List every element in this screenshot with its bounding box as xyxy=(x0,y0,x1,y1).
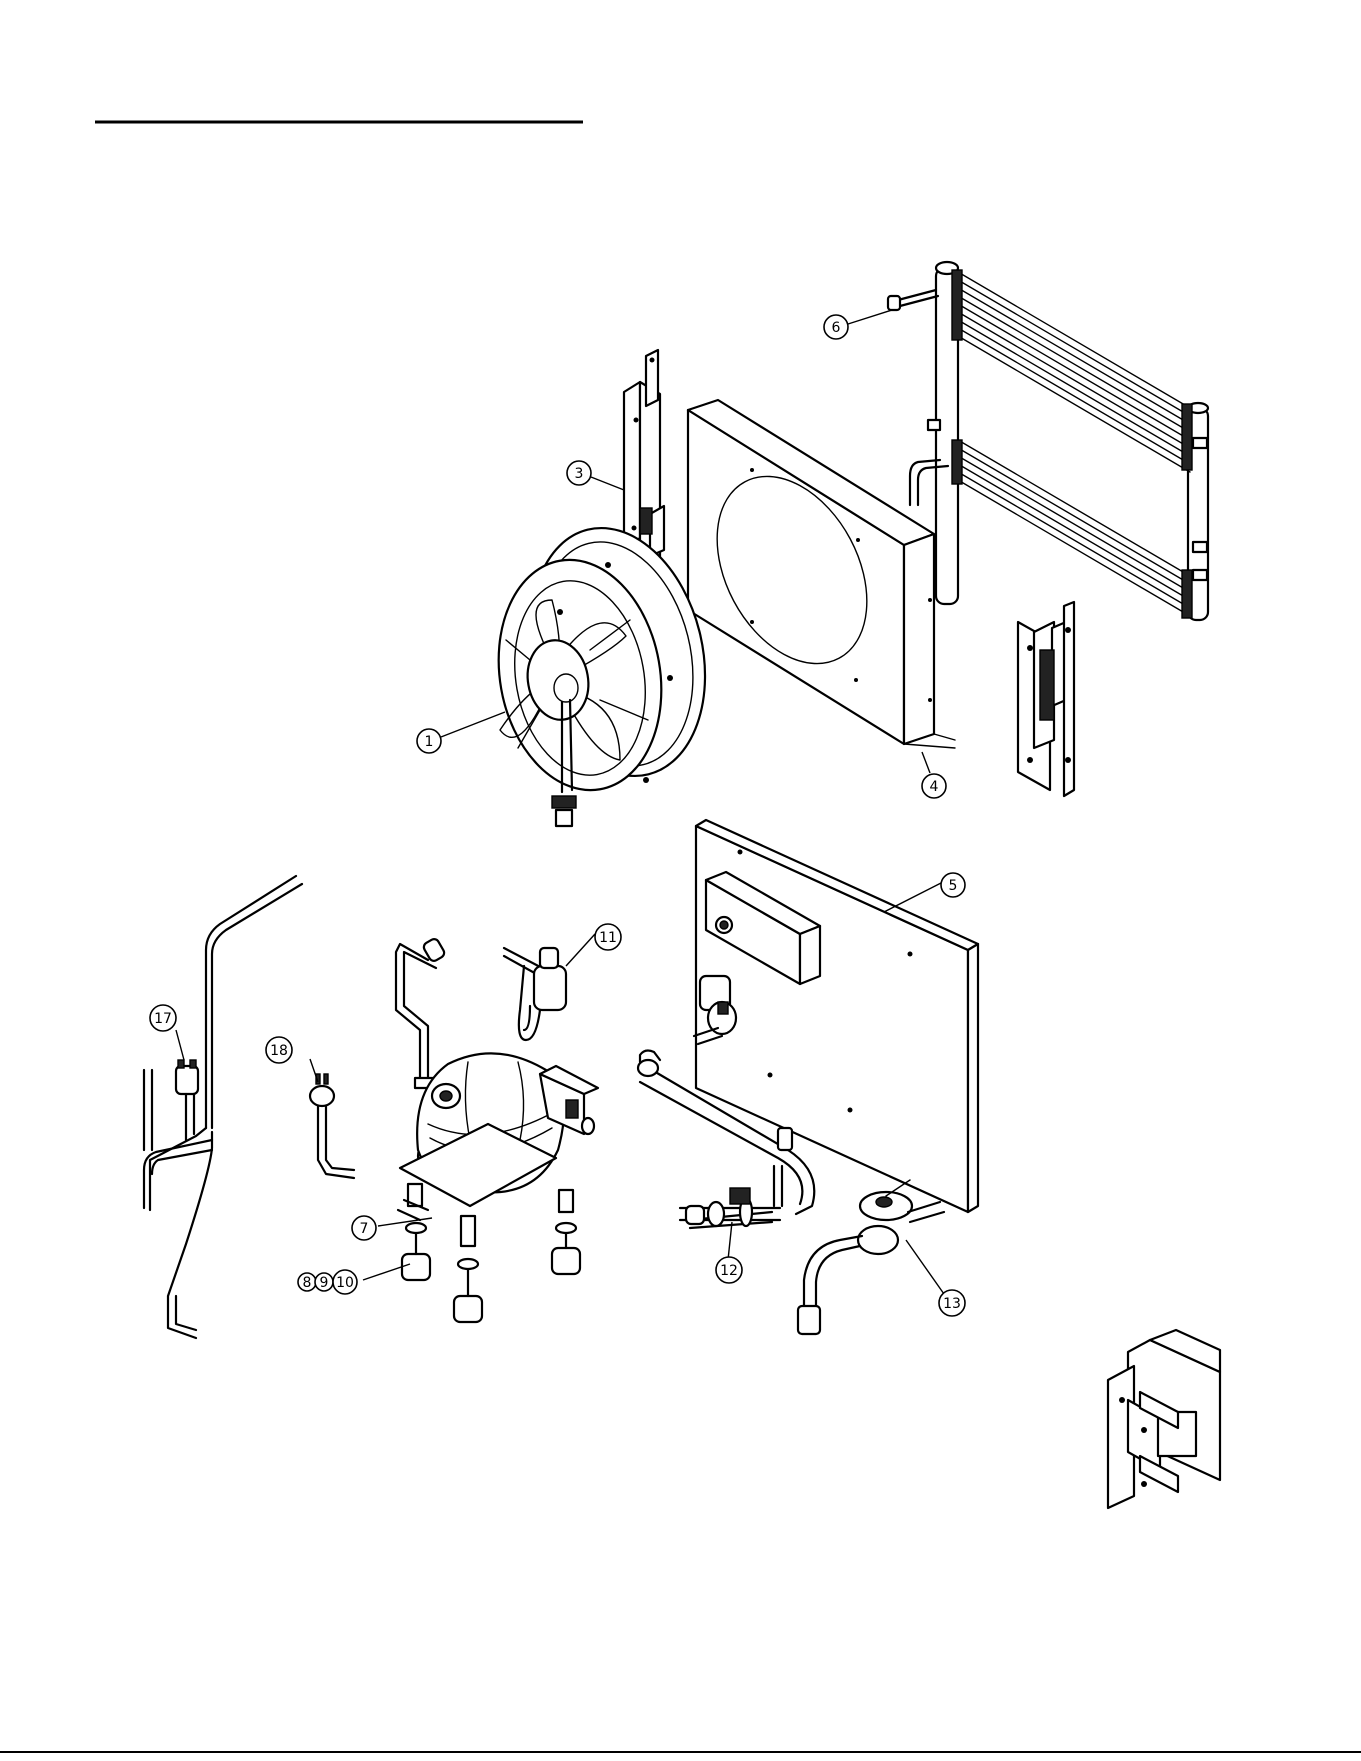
callout-6: 6 xyxy=(824,315,848,339)
callout-6-label: 6 xyxy=(832,320,841,336)
callout-17: 17 xyxy=(150,1005,176,1031)
callout-11: 11 xyxy=(595,924,621,950)
callout-11-label: 11 xyxy=(599,930,617,946)
callout-3: 3 xyxy=(567,461,591,485)
condenser-coil xyxy=(888,262,1208,620)
valve-part-13 xyxy=(798,1180,944,1334)
bracket-part-3 xyxy=(624,350,664,560)
bracket-detail-inset xyxy=(1108,1330,1220,1508)
callout-12: 12 xyxy=(716,1257,742,1283)
callout-13-label: 13 xyxy=(943,1296,961,1312)
suction-tube-assembly xyxy=(144,876,302,1338)
callout-9-label: 9 xyxy=(320,1275,329,1291)
callout-7: 7 xyxy=(352,1216,376,1240)
discharge-tube xyxy=(396,937,446,1088)
callout-1-label: 1 xyxy=(425,734,434,750)
callout-17-label: 17 xyxy=(154,1011,172,1027)
callout-10-label: 10 xyxy=(336,1275,354,1291)
callout-5: 5 xyxy=(941,873,965,897)
filter-drier-part-11 xyxy=(504,948,566,1040)
callout-12-label: 12 xyxy=(720,1263,738,1279)
callout-5-label: 5 xyxy=(949,878,958,894)
tube-part-18 xyxy=(310,1074,354,1178)
callout-3-label: 3 xyxy=(575,466,584,482)
callout-1: 1 xyxy=(417,729,441,753)
fan-shroud xyxy=(687,400,955,748)
compressor-feet xyxy=(402,1184,580,1322)
callout-4: 4 xyxy=(922,774,946,798)
callout-9: 9 xyxy=(315,1273,333,1291)
side-bracket-right xyxy=(1018,602,1074,796)
callout-18-label: 18 xyxy=(270,1043,288,1059)
compressor xyxy=(398,1053,598,1322)
callout-7-label: 7 xyxy=(360,1221,369,1237)
callout-10: 10 xyxy=(333,1270,357,1294)
callout-18: 18 xyxy=(266,1037,292,1063)
callout-8: 8 xyxy=(298,1273,316,1291)
electrical-panel xyxy=(694,820,978,1212)
callout-4-label: 4 xyxy=(930,779,939,795)
callout-13: 13 xyxy=(939,1290,965,1316)
callout-8-label: 8 xyxy=(303,1275,312,1291)
